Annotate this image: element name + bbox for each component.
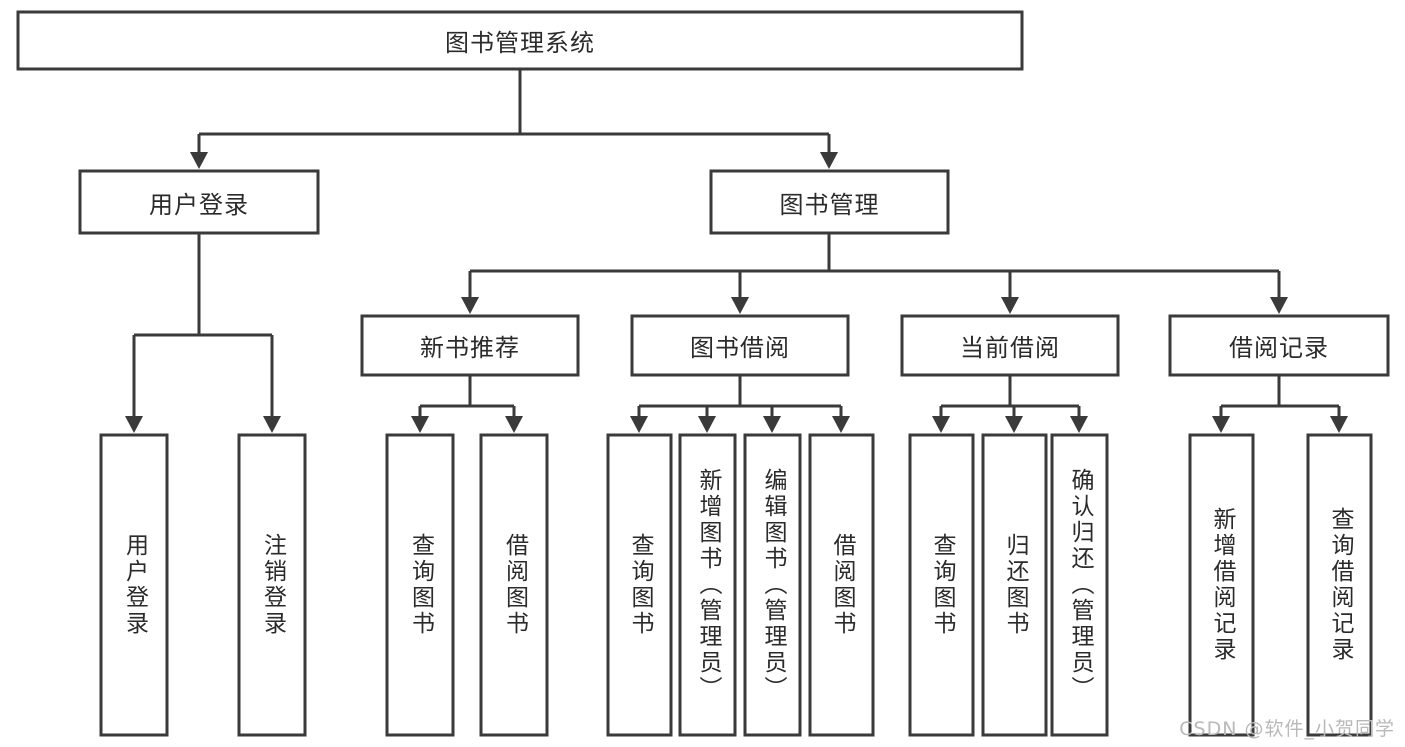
connector-bookborrow-to-leaves [630, 375, 850, 433]
node-box-user-login[interactable] [78, 169, 320, 235]
arrow-head-icon [820, 152, 838, 169]
node-box-new-book-rec[interactable] [360, 314, 580, 377]
arrow-head-icon [1270, 297, 1288, 314]
arrow-head-icon [411, 416, 429, 433]
node-box-current-borrow[interactable] [900, 314, 1120, 377]
node-box-leaf-add-record[interactable] [1188, 433, 1255, 737]
arrow-head-icon [1212, 416, 1230, 433]
node-box-leaf-query-book-2[interactable] [606, 433, 673, 737]
node-box-leaf-user-login[interactable] [99, 433, 169, 737]
arrow-head-icon [263, 416, 281, 433]
connector-borrowrecord-to-leaves [1212, 375, 1348, 433]
arrow-head-icon [731, 297, 749, 314]
arrow-head-icon [125, 416, 143, 433]
arrow-head-icon [832, 416, 850, 433]
node-box-borrow-record[interactable] [1168, 314, 1390, 377]
arrow-head-icon [698, 416, 716, 433]
node-box-leaf-logout[interactable] [237, 433, 307, 737]
arrow-head-icon [763, 416, 781, 433]
node-box-leaf-edit-book[interactable] [743, 433, 802, 737]
node-box-leaf-confirm-return[interactable] [1050, 433, 1109, 737]
connector-currentborrow-to-leaves [932, 375, 1088, 433]
connector-userlogin-to-leaves [125, 233, 281, 433]
arrow-head-icon [461, 297, 479, 314]
node-box-leaf-query-book-1[interactable] [385, 433, 455, 737]
arrow-head-icon [1001, 297, 1019, 314]
node-box-book-borrow[interactable] [630, 314, 850, 377]
arrow-head-icon [932, 416, 950, 433]
node-box-leaf-borrow-book-1[interactable] [479, 433, 549, 737]
connectors-layer [125, 69, 1348, 433]
node-box-leaf-add-book[interactable] [678, 433, 737, 737]
connector-root-to-level2 [190, 69, 838, 169]
arrow-head-icon [190, 152, 208, 169]
connector-newbookrec-to-leaves [411, 375, 523, 433]
node-box-leaf-query-record[interactable] [1306, 433, 1373, 737]
arrow-head-icon [1070, 416, 1088, 433]
node-box-leaf-return-book[interactable] [981, 433, 1048, 737]
node-box-book-manage[interactable] [709, 169, 950, 235]
node-box-root[interactable] [16, 10, 1024, 71]
node-box-leaf-query-book-3[interactable] [908, 433, 975, 737]
node-box-leaf-borrow-book-2[interactable] [808, 433, 875, 737]
arrow-head-icon [630, 416, 648, 433]
arrow-head-icon [505, 416, 523, 433]
arrow-head-icon [1330, 416, 1348, 433]
node-boxes-layer [16, 10, 1390, 737]
connector-bookmanage-to-level3 [461, 233, 1288, 314]
arrow-head-icon [1005, 416, 1023, 433]
